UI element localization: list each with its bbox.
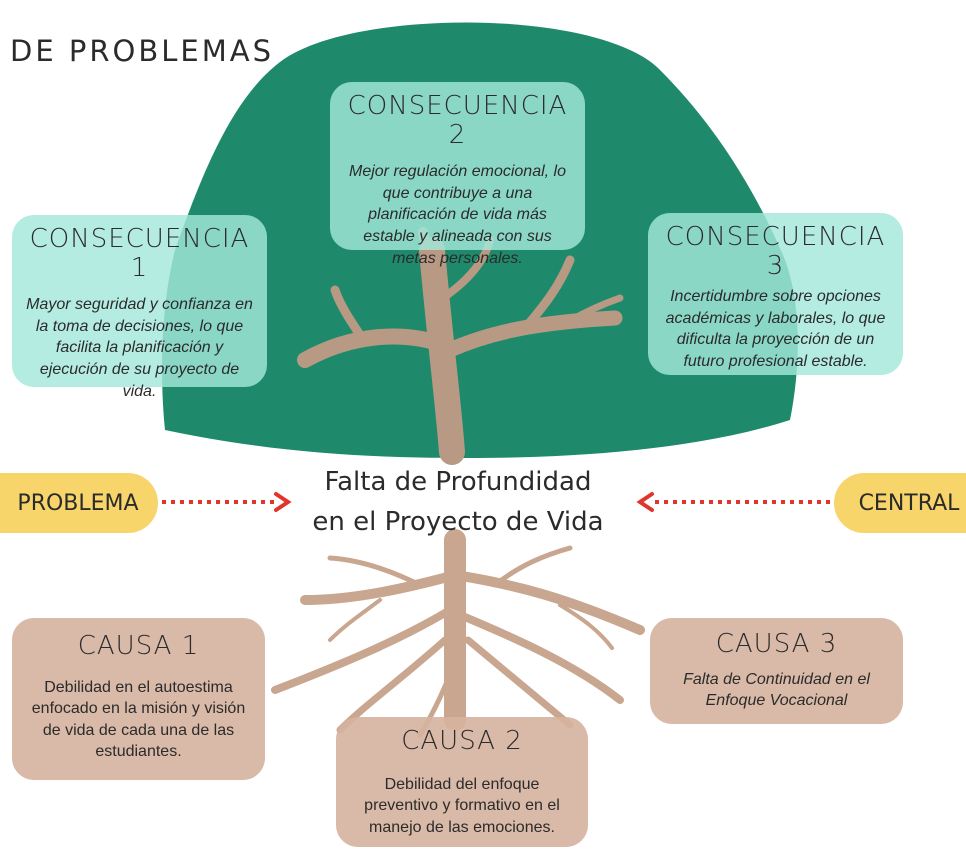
central-problem-line-2: en el Proyecto de Vida [312,507,604,538]
consequence-1-heading: CONSECUENCIA 1 [29,224,250,283]
cause-3-heading: CAUSA 3 [715,629,838,659]
tree-branches [297,227,624,465]
arrow-head-right [636,492,654,512]
cause-1-card: CAUSA 1 Debilidad en el autoestima enfoc… [12,618,265,780]
cause-2-text: Debilidad del enfoque preventivo y forma… [364,775,560,836]
cause-2-card: CAUSA 2 Debilidad del enfoque preventivo… [336,717,588,847]
problem-pill: PROBLEMA [0,473,158,533]
central-problem: Falta de Profundidad en el Proyecto de V… [268,462,648,543]
tree-roots [271,529,645,738]
cause-2-heading: CAUSA 2 [401,726,523,756]
consequence-1-card: CONSECUENCIA 1 Mayor seguridad y confian… [12,215,267,400]
arrow-head-left [274,492,292,512]
consequence-1-text: Mayor seguridad y confianza en la toma d… [26,296,253,400]
cause-1-heading: CAUSA 1 [77,631,200,661]
cause-3-text: Falta de Continuidad en el Enfoque Vocac… [683,670,870,710]
consequence-3-text: Incertidumbre sobre opciones académicas … [665,288,886,370]
central-pill: CENTRAL [834,473,966,533]
consequence-3-heading: CONSECUENCIA 3 [665,222,886,281]
consequence-2-heading: CONSECUENCIA 2 [347,91,568,150]
page-title: DE PROBLEMAS [10,34,274,68]
cause-3-card: CAUSA 3 Falta de Continuidad en el Enfoq… [650,618,903,724]
consequence-2-card: CONSECUENCIA 2 Mejor regulación emociona… [330,82,585,267]
consequence-3-card: CONSECUENCIA 3 Incertidumbre sobre opcio… [648,213,903,375]
central-problem-line-1: Falta de Profundidad [324,467,592,497]
consequence-2-text: Mejor regulación emocional, lo que contr… [349,163,566,267]
cause-1-text: Debilidad en el autoestima enfocado en l… [31,678,246,761]
